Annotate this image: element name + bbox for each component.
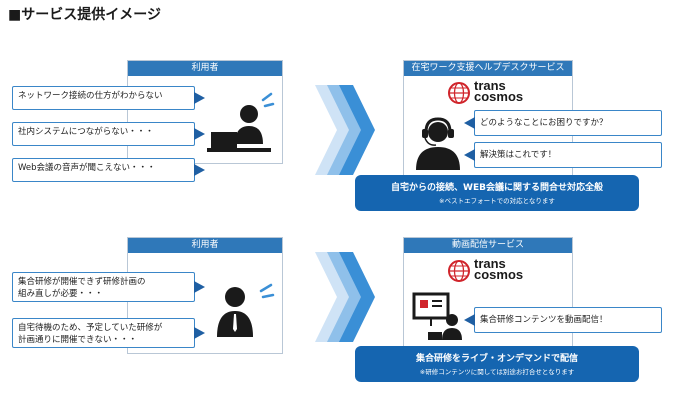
logo-line2: cosmos <box>474 89 524 104</box>
problem-bubble: 集合研修が開催できず研修計画の 組み直しが必要・・・ <box>12 272 205 302</box>
bubble-tail <box>194 92 205 104</box>
transcosmos-logo: trans cosmos <box>447 257 537 285</box>
logo-line1: trans <box>474 256 506 271</box>
logo-line1: trans <box>474 78 506 93</box>
service-panel-2-title: 動画配信サービス <box>404 238 572 253</box>
globe-icon <box>448 82 470 104</box>
flow-chevron <box>315 85 375 175</box>
problem-text-line2: 組み直しが必要・・・ <box>18 289 104 299</box>
bubble-tail <box>464 314 475 326</box>
problem-text-line2: 計画通りに開催できない・・・ <box>18 335 138 345</box>
bubble-tail <box>464 149 475 161</box>
response-bubble: どのようなことにお困りですか？ <box>464 110 662 136</box>
logo-line2: cosmos <box>474 267 524 282</box>
response-bubble: 集合研修コンテンツを動画配信！ <box>464 307 662 333</box>
service-banner-2: 集合研修をライブ・オンデマンドで配信 ※研修コンテンツに関しては別途お打合せとな… <box>355 346 639 382</box>
person-icon <box>217 283 275 337</box>
operator-headset-icon <box>416 117 460 170</box>
banner-main-text: 集合研修をライブ・オンデマンドで配信 <box>415 354 578 364</box>
banner-note-text: ※研修コンテンツに関しては別途お打合せとなります <box>419 368 575 376</box>
flow-chevron <box>315 252 375 342</box>
bubble-tail <box>194 128 205 140</box>
problem-text: ネットワーク接続の仕方がわからない <box>18 91 163 101</box>
problem-text: 社内システムにつながらない・・・ <box>18 127 154 137</box>
bubble-tail <box>194 281 205 293</box>
problem-text-line1: 集合研修が開催できず研修計画の <box>18 277 146 287</box>
video-presentation-icon <box>412 292 462 340</box>
user-panel-2-title: 利用者 <box>128 238 282 253</box>
banner-main-text: 自宅からの接続、WEB会議に関する問合せ対応全般 <box>391 183 603 193</box>
response-text: 集合研修コンテンツを動画配信！ <box>480 315 608 325</box>
banner-note-text: ※ベストエフォートでの対応となります <box>439 197 555 205</box>
response-text: どのようなことにお困りですか？ <box>480 118 608 128</box>
response-text: 解決策はこれです！ <box>480 150 557 160</box>
bubble-tail <box>194 327 205 339</box>
service-banner-1: 自宅からの接続、WEB会議に関する問合せ対応全般 ※ベストエフォートでの対応とな… <box>355 175 639 211</box>
bubble-tail <box>464 117 475 129</box>
person-laptop-icon <box>207 92 275 152</box>
bubble-tail <box>194 164 205 176</box>
service-panel-1-title: 在宅ワーク支援ヘルプデスクサービス <box>404 61 572 76</box>
transcosmos-logo: trans cosmos <box>447 79 537 107</box>
problem-bubble: ネットワーク接続の仕方がわからない <box>12 86 205 110</box>
globe-icon <box>448 260 470 282</box>
problem-bubble: 自宅待機のため、予定していた研修が 計画通りに開催できない・・・ <box>12 318 205 348</box>
problem-bubble: 社内システムにつながらない・・・ <box>12 122 205 146</box>
page-title: ■サービス提供イメージ <box>8 7 161 23</box>
problem-text: Web会議の音声が聞こえない・・・ <box>18 163 156 173</box>
user-panel-1-title: 利用者 <box>128 61 282 76</box>
problem-bubble: Web会議の音声が聞こえない・・・ <box>12 158 205 182</box>
problem-text-line1: 自宅待機のため、予定していた研修が <box>18 323 163 333</box>
response-bubble: 解決策はこれです！ <box>464 142 662 168</box>
